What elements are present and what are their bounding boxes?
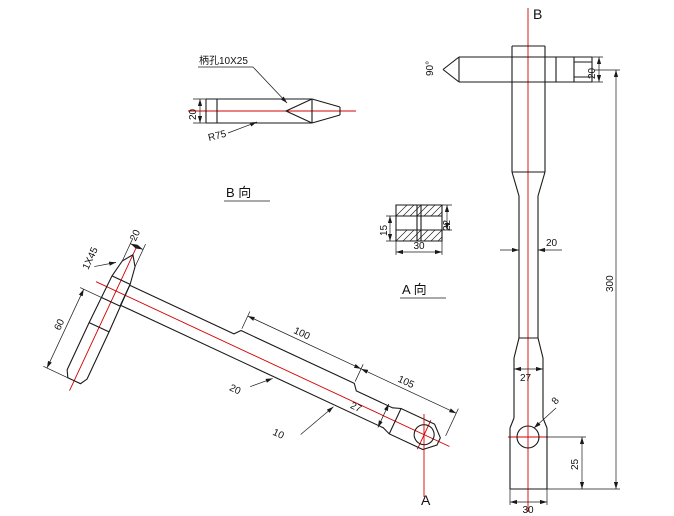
dim-label-1x45: 1X45 bbox=[81, 245, 101, 271]
view-front: B 90° 20 20 27 8 25 bbox=[425, 6, 620, 516]
section-outline bbox=[395, 204, 443, 242]
view-angled: 100 105 20 27 10 20 1X4 bbox=[43, 228, 459, 508]
dim-label-10: 10 bbox=[271, 427, 286, 442]
view-a-direction: 15 22 30 A 向 bbox=[379, 204, 453, 299]
dimension-grip-27: 27 bbox=[348, 400, 390, 428]
dim-label-25: 25 bbox=[570, 458, 581, 470]
part-outline bbox=[205, 98, 341, 124]
dimension-15: 15 bbox=[379, 215, 396, 242]
part-outline bbox=[442, 45, 593, 490]
view-b-direction: 柄孔10X25 20 R75 B 向 bbox=[188, 54, 356, 202]
dimension-shaft-20: 20 bbox=[500, 238, 562, 253]
hole-callout-label: 柄孔10X25 bbox=[199, 54, 248, 67]
view-title: B 向 bbox=[226, 185, 251, 200]
dim-label-105: 105 bbox=[396, 374, 416, 391]
view-label-a-direction: A 向 bbox=[400, 282, 446, 299]
dimension-width-20: 20 bbox=[188, 98, 206, 124]
dimension-head-20: 20 bbox=[587, 56, 603, 83]
dim-label-30: 30 bbox=[413, 241, 425, 252]
dimension-100-105: 100 105 bbox=[241, 311, 459, 437]
dimension-bottom-30: 30 bbox=[509, 489, 548, 516]
dim-label-300: 300 bbox=[605, 275, 616, 292]
dimension-22: 22 bbox=[442, 204, 453, 231]
angled-part: 100 105 20 27 10 20 1X4 bbox=[43, 228, 459, 451]
dim-label-handle-20: 20 bbox=[227, 383, 242, 398]
dim-label-shaft-20: 20 bbox=[546, 238, 558, 249]
dimension-handle-20: 20 bbox=[227, 378, 273, 398]
dimension-tip-20: 20 bbox=[122, 228, 146, 267]
lanyard-hole bbox=[516, 425, 540, 449]
view-letter-a: A bbox=[421, 492, 431, 508]
dimension-60: 60 bbox=[43, 287, 103, 379]
dimension-10: 10 bbox=[271, 406, 334, 442]
dimension-300: 300 bbox=[594, 69, 620, 489]
dim-label-width: 20 bbox=[188, 108, 199, 120]
dimension-25: 25 bbox=[546, 436, 620, 490]
head-outline bbox=[66, 253, 136, 385]
view-letter-b: B bbox=[533, 6, 542, 22]
dimension-30: 30 bbox=[395, 241, 443, 255]
dimension-27: 27 bbox=[514, 366, 543, 384]
dim-label-90deg: 90° bbox=[425, 61, 436, 76]
dimension-r75: R75 bbox=[207, 121, 258, 144]
dim-label-8: 8 bbox=[550, 395, 562, 407]
dim-label-22: 22 bbox=[442, 219, 453, 231]
dim-label-grip-27: 27 bbox=[348, 400, 363, 415]
dim-label-27: 27 bbox=[520, 373, 532, 384]
dim-label-head-20: 20 bbox=[587, 67, 598, 79]
centerline-vertical bbox=[508, 8, 548, 512]
dim-label-r75: R75 bbox=[207, 129, 228, 144]
view-title: A 向 bbox=[402, 282, 427, 297]
dim-label-bottom-30: 30 bbox=[522, 505, 534, 516]
dimension-hole-8: 8 bbox=[533, 395, 562, 429]
dim-label-15: 15 bbox=[379, 224, 390, 236]
hatch-lines bbox=[395, 204, 443, 242]
dim-label-tip-20: 20 bbox=[128, 228, 143, 243]
handle-hole bbox=[413, 424, 435, 446]
dim-label-100: 100 bbox=[292, 325, 312, 342]
view-label-b-direction: B 向 bbox=[224, 185, 270, 202]
dim-label-60: 60 bbox=[53, 317, 68, 332]
dimension-hole-callout: 柄孔10X25 bbox=[198, 54, 288, 104]
handle-outline bbox=[119, 284, 441, 451]
